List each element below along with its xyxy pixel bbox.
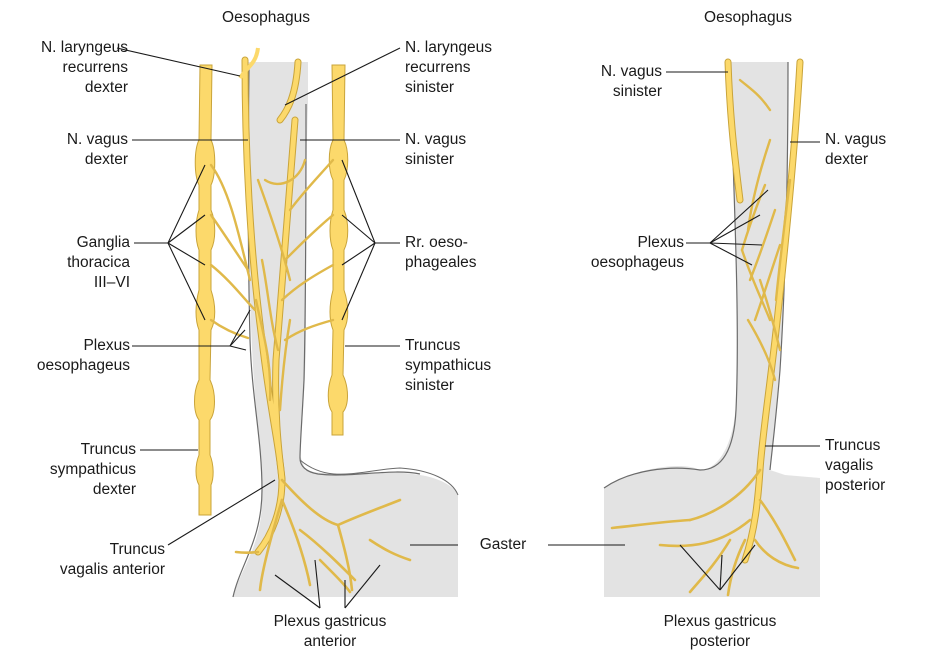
label-plexus-oesophageus-anterior: Plexus oesophageus [8,336,130,376]
label-truncus-vagalis-posterior: Truncus vagalis posterior [825,436,920,496]
truncus-sympathicus-sinister-chain [328,65,348,435]
posterior-view [604,62,820,597]
label-n-vagus-sinister-posterior: N. vagus sinister [540,62,662,102]
label-oesophagus-anterior: Oesophagus [208,8,324,28]
label-oesophagus-posterior: Oesophagus [690,8,806,28]
label-n-vagus-dexter-posterior: N. vagus dexter [825,130,920,170]
oesophagus-anterior-outline-right [300,104,420,475]
label-ganglia-thoracica: Ganglia thoracica III–VI [8,233,130,293]
label-truncus-sympathicus-sinister: Truncus sympathicus sinister [405,336,535,396]
label-n-laryngeus-recurrens-sinister: N. laryngeus recurrens sinister [405,38,535,98]
label-truncus-sympathicus-dexter: Truncus sympathicus dexter [8,440,136,500]
label-truncus-vagalis-anterior: Truncus vagalis anterior [20,540,165,580]
label-n-vagus-dexter-anterior: N. vagus dexter [8,130,128,170]
label-plexus-gastricus-anterior: Plexus gastricus anterior [255,612,405,652]
label-rr-oesophageales: Rr. oeso- phageales [405,233,525,273]
oesophagus-posterior-outline-left [604,70,737,488]
label-plexus-oesophageus-posterior: Plexus oesophageus [560,233,684,273]
label-n-laryngeus-recurrens-dexter: N. laryngeus recurrens dexter [8,38,128,98]
label-gaster: Gaster [458,535,548,555]
label-n-vagus-sinister-anterior: N. vagus sinister [405,130,525,170]
label-plexus-gastricus-posterior: Plexus gastricus posterior [640,612,800,652]
truncus-sympathicus-dexter-chain [195,65,215,515]
